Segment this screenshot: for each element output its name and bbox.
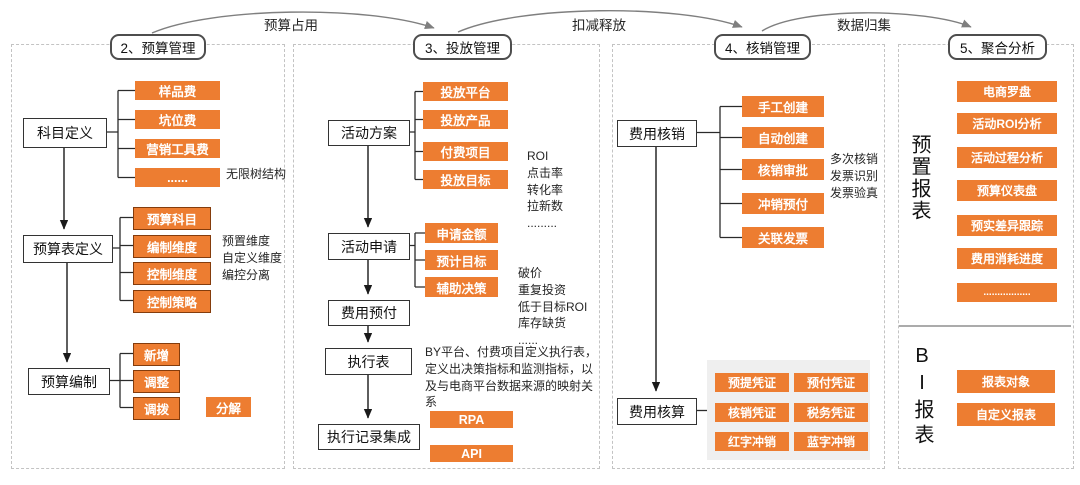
node-decompose: 分解 [206, 397, 251, 417]
node-activity-apply: 活动申请 [328, 233, 410, 260]
node-custom-report: 自定义报表 [957, 403, 1055, 426]
node-paid-item: 付费项目 [423, 142, 508, 161]
node-expense-progress: 费用消耗进度 [957, 248, 1057, 269]
node-writeoff-voucher: 核销凭证 [715, 403, 789, 422]
node-execution-table: 执行表 [325, 348, 412, 375]
node-expected-target: 预计目标 [425, 250, 498, 270]
node-sample-fee: 样品费 [135, 81, 220, 100]
node-variance-tracking: 预实差异跟踪 [957, 215, 1057, 236]
node-tax-voucher: 税务凭证 [794, 403, 868, 422]
flow-label-budget-occupy: 预算占用 [264, 18, 318, 33]
node-link-invoice: 关联发票 [742, 227, 824, 248]
node-subjects-ellipsis: ...... [135, 168, 220, 187]
node-transfer: 调拨 [133, 397, 180, 420]
node-expense-prepay: 费用预付 [328, 300, 410, 326]
node-adjust: 调整 [133, 370, 180, 393]
node-report-object: 报表对象 [957, 370, 1055, 393]
label-bi-reports: BI报表 [911, 345, 933, 449]
note-roi-metrics: ROI 点击率 转化率 拉新数 ......... [527, 149, 564, 231]
header-verification-management: 4、核销管理 [714, 34, 811, 60]
analysis-section-divider [899, 325, 1071, 327]
node-activity-process-analysis: 活动过程分析 [957, 147, 1057, 168]
node-activity-plan: 活动方案 [328, 120, 410, 146]
node-activity-roi-analysis: 活动ROI分析 [957, 113, 1057, 134]
note-risk-warnings: 破价 重复投资 低于目标ROI 库存缺货 ...... [518, 266, 588, 348]
header-aggregation-analysis: 5、聚合分析 [948, 34, 1047, 60]
flow-label-deduct-release: 扣减释放 [572, 18, 626, 33]
node-budget-compilation: 预算编制 [28, 368, 110, 395]
node-placement-product: 投放产品 [423, 110, 508, 129]
node-budget-dashboard: 预算仪表盘 [957, 180, 1057, 201]
node-budget-table-definition: 预算表定义 [23, 235, 113, 263]
node-expense-writeoff: 费用核销 [617, 120, 697, 147]
node-add: 新增 [133, 343, 180, 366]
header-placement-management: 3、投放管理 [413, 34, 512, 60]
node-compile-dimension: 编制维度 [133, 235, 211, 258]
node-subject-definition: 科目定义 [23, 118, 107, 148]
label-preset-reports: 预置报表 [908, 134, 930, 222]
node-expense-accounting: 费用核算 [617, 398, 697, 425]
node-accrual-voucher: 预提凭证 [715, 373, 789, 392]
node-decision-support: 辅助决策 [425, 277, 498, 297]
node-placement-target: 投放目标 [423, 170, 508, 189]
node-prepay-voucher: 预付凭证 [794, 373, 868, 392]
node-reverse-prepay: 冲销预付 [742, 193, 824, 214]
node-budget-subject: 预算科目 [133, 207, 211, 230]
node-writeoff-approval: 核销审批 [742, 159, 824, 180]
node-control-strategy: 控制策略 [133, 290, 211, 313]
node-reports-ellipsis: ................. [957, 283, 1057, 302]
note-execution-definition: BY平台、付费项目定义执行表，定义出决策指标和监测指标，以及与电商平台数据来源的… [425, 345, 598, 410]
node-marketing-tool-fee: 营销工具费 [135, 139, 220, 158]
node-manual-create: 手工创建 [742, 96, 824, 117]
node-api: API [430, 445, 513, 462]
node-control-dimension: 控制维度 [133, 262, 211, 285]
note-unlimited-tree: 无限树结构 [226, 167, 287, 181]
header-budget-management: 2、预算管理 [110, 34, 206, 60]
note-dimension-features: 预置维度 自定义维度 编控分离 [222, 234, 283, 282]
flow-label-data-collect: 数据归集 [837, 18, 891, 33]
node-execution-record-integration: 执行记录集成 [318, 424, 420, 450]
node-slot-fee: 坑位费 [135, 110, 220, 129]
node-rpa: RPA [430, 411, 513, 428]
node-auto-create: 自动创建 [742, 127, 824, 148]
node-blue-reversal: 蓝字冲销 [794, 432, 868, 451]
note-invoice-features: 多次核销 发票识别 发票验真 [830, 152, 879, 200]
node-ecommerce-compass: 电商罗盘 [957, 81, 1057, 102]
node-apply-amount: 申请金额 [425, 223, 498, 243]
node-placement-platform: 投放平台 [423, 82, 508, 101]
node-red-reversal: 红字冲销 [715, 432, 789, 451]
